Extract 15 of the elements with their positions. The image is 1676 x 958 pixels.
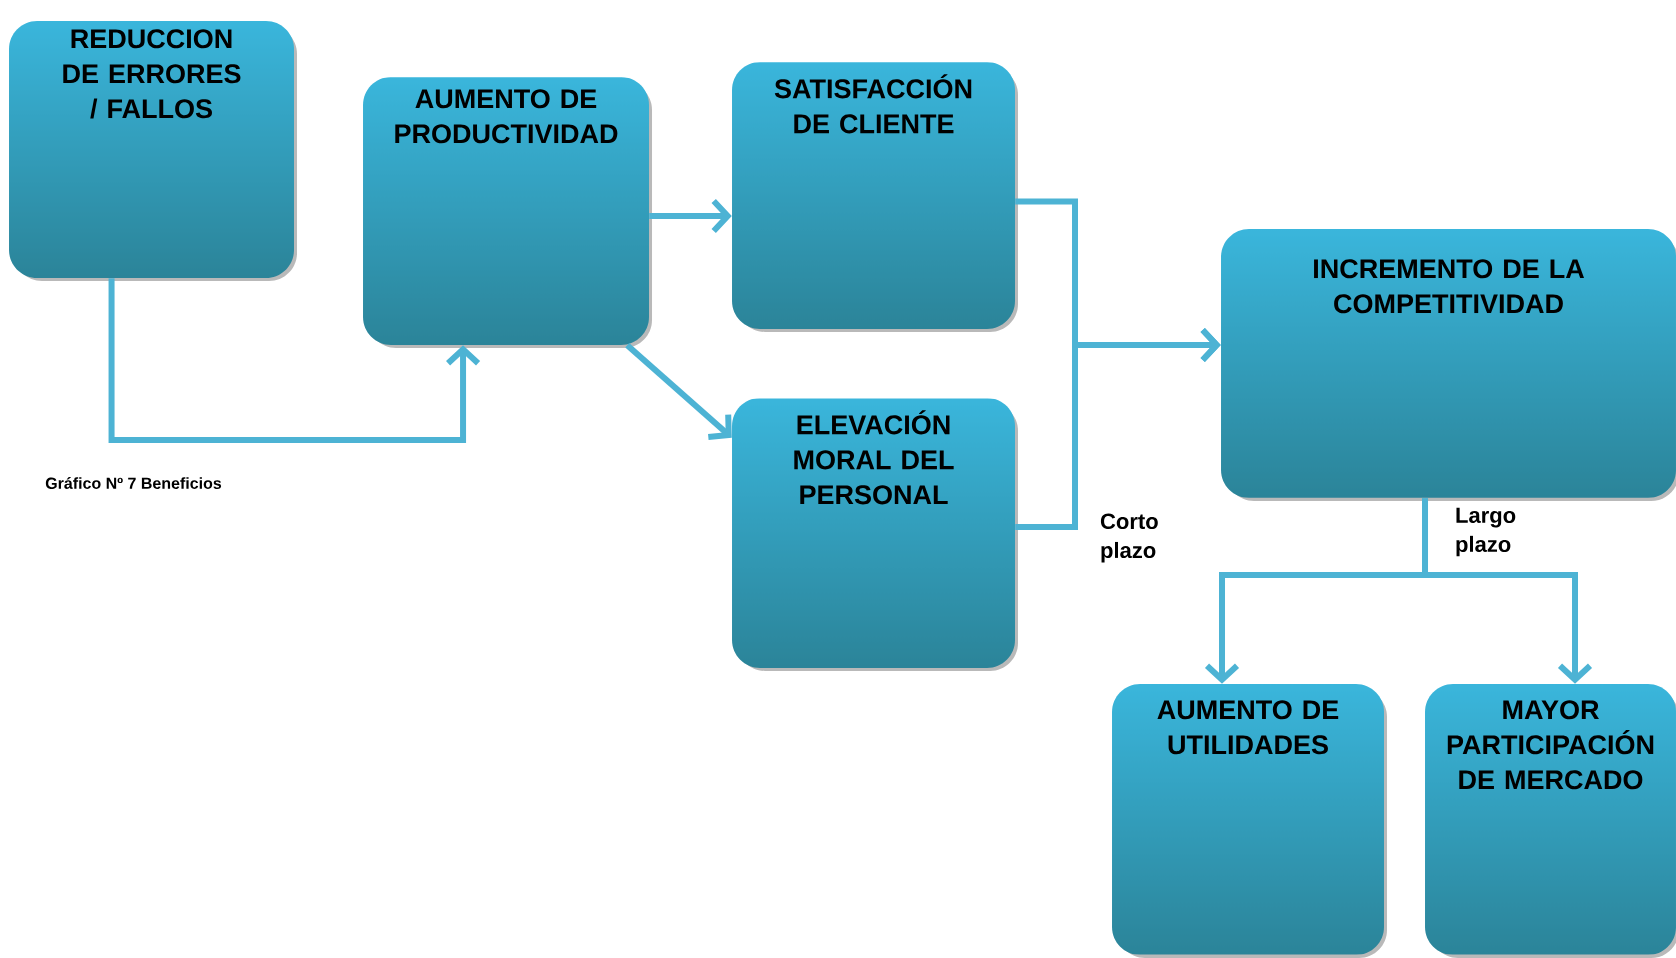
arrow — [1422, 498, 1593, 684]
process-box: ELEVACIÓN MORAL DEL PERSONAL — [732, 398, 1018, 671]
edge-label: Largo plazo — [1456, 507, 1516, 557]
arrow — [625, 342, 732, 440]
process-box: INCREMENTO DE LA COMPETITIVIDAD — [1221, 229, 1676, 501]
caption: Gráfico Nº 7 Beneficios — [45, 477, 222, 489]
edge-label: Corto plazo — [1100, 513, 1158, 563]
arrow — [108, 278, 481, 443]
process-box: AUMENTO DE PRODUCTIVIDAD — [363, 77, 652, 348]
process-box: SATISFACCIÓN DE CLIENTE — [732, 62, 1018, 332]
arrow — [649, 198, 732, 234]
arrow — [1015, 327, 1221, 530]
process-box: MAYOR PARTICIPACIÓN DE MERCADO — [1425, 684, 1676, 958]
process-box: REDUCCION DE ERRORES / FALLOS — [9, 21, 297, 281]
process-box: AUMENTO DE UTILIDADES — [1112, 684, 1387, 958]
